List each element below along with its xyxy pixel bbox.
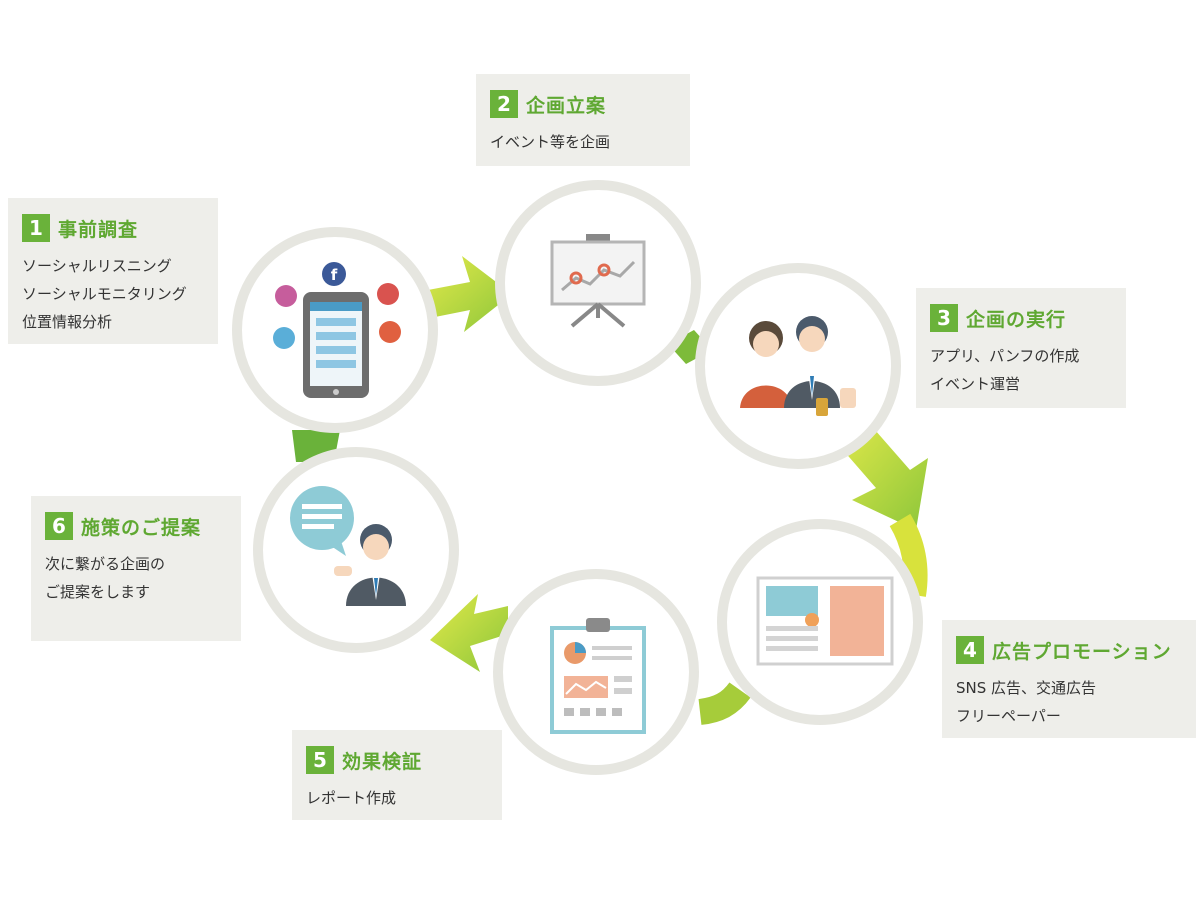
step-detail: フリーペーパー <box>956 707 1061 725</box>
step-box-5: 5 効果検証 レポート作成 <box>292 730 502 820</box>
proposal-speaker-icon <box>290 486 406 606</box>
report-clipboard-icon <box>550 618 646 734</box>
step-box-1: 1 事前調査 ソーシャルリスニング ソーシャルモニタリング 位置情報分析 <box>8 198 218 344</box>
presentation-chart-icon <box>550 234 646 328</box>
step-number: 2 <box>490 90 518 118</box>
circle-step6 <box>253 447 459 653</box>
sns-tablet-icon: f <box>273 262 401 398</box>
arc-4-to-5 <box>698 681 751 725</box>
step-detail: 次に繋がる企画の <box>45 555 166 573</box>
step-detail: イベント運営 <box>930 375 1021 393</box>
svg-text:f: f <box>331 266 338 284</box>
circle-step3 <box>695 263 901 469</box>
step-title: 施策のご提案 <box>81 516 202 539</box>
step-detail: イベント等を企画 <box>490 133 611 151</box>
step-number: 6 <box>45 512 73 540</box>
step-detail: アプリ、パンフの作成 <box>930 347 1080 365</box>
step-title: 企画の実行 <box>966 308 1067 331</box>
arrow-3-to-4 <box>836 422 928 530</box>
step-number: 5 <box>306 746 334 774</box>
step-detail: レポート作成 <box>306 789 397 807</box>
step-detail: 位置情報分析 <box>22 313 113 331</box>
step-detail: SNS 広告、交通広告 <box>956 679 1097 697</box>
step-detail: ソーシャルリスニング <box>22 257 172 275</box>
step-detail: ご提案をします <box>45 583 151 601</box>
ad-layout-icon <box>756 576 894 666</box>
step-title: 事前調査 <box>58 218 139 241</box>
step-title: 広告プロモーション <box>992 640 1172 663</box>
step-box-6: 6 施策のご提案 次に繋がる企画の ご提案をします <box>31 496 241 641</box>
step-box-3: 3 企画の実行 アプリ、パンフの作成 イベント運営 <box>916 288 1126 408</box>
step-title: 企画立案 <box>526 94 607 117</box>
step-number: 3 <box>930 304 958 332</box>
team-people-icon <box>740 316 856 416</box>
step-title: 効果検証 <box>342 750 423 773</box>
arrow-5-to-6 <box>430 594 508 672</box>
step-number: 1 <box>22 214 50 242</box>
step-box-2: 2 企画立案 イベント等を企画 <box>476 74 690 166</box>
arrow-1-to-2 <box>428 256 512 332</box>
step-box-4: 4 広告プロモーション SNS 広告、交通広告 フリーペーパー <box>942 620 1196 738</box>
step-detail: ソーシャルモニタリング <box>22 285 187 303</box>
step-number: 4 <box>956 636 984 664</box>
